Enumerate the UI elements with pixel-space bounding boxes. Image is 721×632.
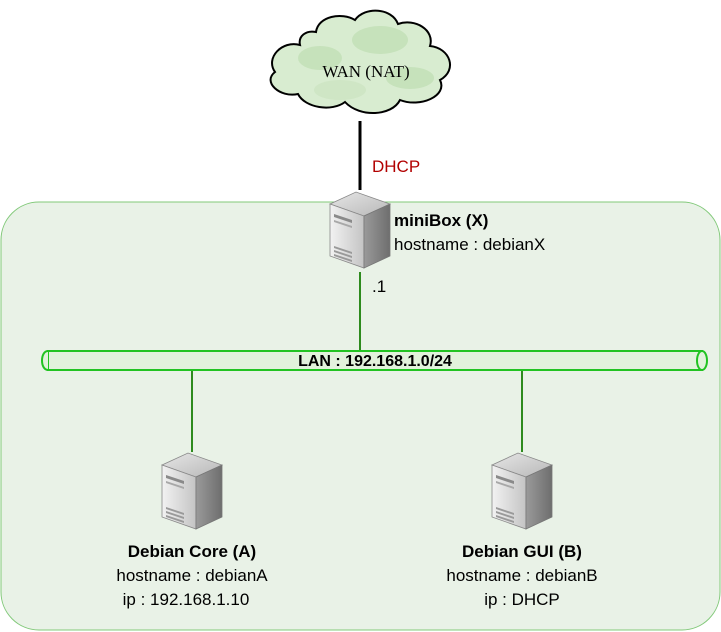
host-a-server-icon — [161, 452, 223, 530]
host-b-hostname: hostname : debianB — [446, 566, 597, 585]
router-title: miniBox (X) — [394, 211, 488, 230]
host-a-ip: ip : 192.168.1.10 — [123, 590, 250, 609]
lan-bus — [41, 350, 708, 371]
uplink-label: DHCP — [372, 157, 420, 176]
host-b-server-icon — [491, 452, 553, 530]
host-b-title: Debian GUI (B) — [462, 542, 582, 561]
wan-cloud-icon — [269, 9, 451, 115]
lan-label: LAN : 192.168.1.0/24 — [298, 353, 452, 370]
host-b-ip: ip : DHCP — [484, 590, 560, 609]
router-server-icon — [329, 191, 391, 269]
host-a-hostname: hostname : debianA — [116, 566, 268, 585]
host-a-title: Debian Core (A) — [128, 542, 256, 561]
router-lan-ip: .1 — [372, 277, 386, 296]
router-hostname: hostname : debianX — [394, 235, 545, 254]
wan-label: WAN (NAT) — [322, 62, 409, 81]
